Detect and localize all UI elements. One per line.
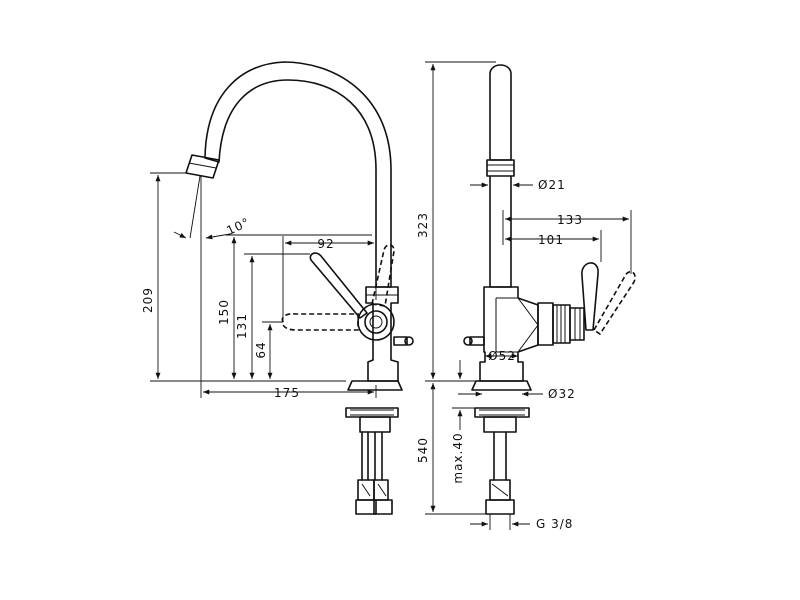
dim-diameter-21: Ø21 — [538, 178, 566, 192]
dim-64: 64 — [254, 341, 268, 358]
front-base — [347, 380, 403, 391]
dim-209: 209 — [141, 287, 155, 313]
dim-150: 150 — [217, 299, 231, 325]
front-lever — [309, 252, 368, 319]
dim-diameter-52: Ø52 — [488, 349, 516, 363]
side-spout — [489, 64, 512, 161]
front-spout — [204, 61, 392, 288]
side-dimensions: 323 540 max.40 Ø21 133 101 Ø52 Ø32 — [416, 61, 632, 531]
side-base — [471, 380, 532, 391]
dim-323: 323 — [416, 212, 430, 238]
dim-diameter-32: Ø32 — [548, 387, 576, 401]
dim-175: 175 — [274, 386, 300, 400]
dim-131: 131 — [235, 313, 249, 339]
front-hoses — [361, 431, 383, 481]
front-lever-alt-horizontal — [281, 313, 359, 331]
dim-101: 101 — [538, 233, 564, 247]
dim-angle-10: 10° — [224, 215, 252, 238]
front-dimensions: 209 150 131 64 92 175 10° — [141, 172, 377, 400]
dim-133: 133 — [557, 213, 583, 227]
side-cartridge — [537, 302, 554, 346]
front-view — [185, 61, 414, 515]
dim-540: 540 — [416, 437, 430, 463]
side-lever-alt — [592, 270, 636, 336]
side-lever — [581, 262, 599, 331]
dim-max-40: max.40 — [451, 432, 465, 483]
dim-92: 92 — [317, 237, 334, 251]
dim-thread-g38: G 3/8 — [536, 517, 573, 531]
spout-tip — [185, 154, 220, 179]
front-body — [365, 286, 399, 382]
side-view — [463, 64, 636, 515]
side-hose — [493, 431, 507, 481]
front-lever-alt-up — [371, 244, 395, 307]
side-body — [479, 286, 539, 382]
